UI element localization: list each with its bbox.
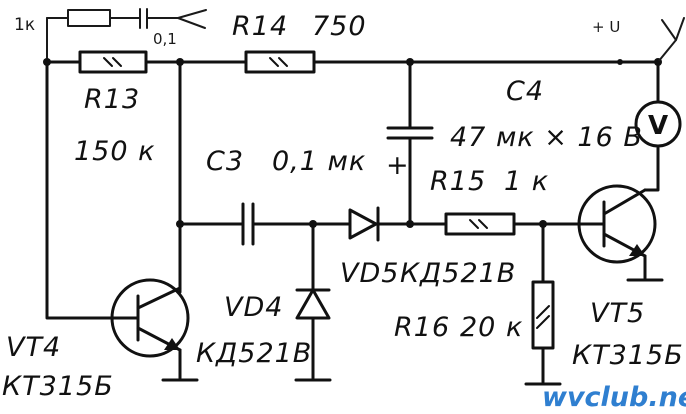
c4-value-label: 47 мк × 16 В <box>450 122 643 153</box>
c3-value-label: 0,1 мк <box>272 146 366 177</box>
transistor-vt4 <box>110 274 199 382</box>
vd5-ref-label: VD5 <box>340 258 399 289</box>
r15-ref-label: R15 <box>430 166 486 197</box>
capacitor-c3 <box>178 202 352 246</box>
vt5-type-label: КТ315Б <box>572 340 684 371</box>
annotation-capacitor-value: 0,1 <box>153 30 177 48</box>
annotation-resistor-symbol <box>67 9 111 27</box>
diode-vd5 <box>348 206 448 242</box>
vt4-type-label: КТ315Б <box>2 371 114 402</box>
vt4-ref-label: VT4 <box>6 332 61 363</box>
junction-dot <box>617 59 623 65</box>
r13-ref-label: R13 <box>84 84 140 115</box>
vd5-type-label: КД521В <box>400 258 516 289</box>
transistor-vt5 <box>576 146 664 282</box>
site-watermark: wvclub.net <box>542 382 686 413</box>
vd4-type-label: КД521В <box>196 338 312 369</box>
voltmeter: V <box>634 60 682 148</box>
capacitor-c4 <box>386 60 434 226</box>
vt5-ref-label: VT5 <box>590 298 645 329</box>
top-rail <box>43 58 662 66</box>
diode-vd4 <box>294 222 332 382</box>
r14-value-label: 750 <box>312 11 367 42</box>
r15-value-label: 1 к <box>504 166 549 197</box>
supply-label: + U <box>592 18 620 36</box>
vd4-ref-label: VD4 <box>224 292 283 323</box>
annotation-resistor-value: 1к <box>14 15 35 35</box>
r14-ref-label: R14 <box>232 11 288 42</box>
c4-ref-label: C4 <box>506 76 544 107</box>
c4-polarity-label: + <box>386 150 410 181</box>
r13-value-label: 150 к <box>74 136 155 167</box>
handwritten-annotation: 1к 0,1 <box>14 8 207 59</box>
r16-ref-label: R16 <box>394 312 450 343</box>
c3-ref-label: C3 <box>206 146 244 177</box>
supply-terminal <box>657 17 685 63</box>
resistor-r15 <box>444 212 580 236</box>
resistor-r16 <box>524 222 562 386</box>
voltmeter-symbol: V <box>648 111 668 141</box>
r16-value-label: 20 к <box>460 312 523 343</box>
resistor-r13 <box>78 50 148 74</box>
resistor-r14 <box>244 50 316 74</box>
